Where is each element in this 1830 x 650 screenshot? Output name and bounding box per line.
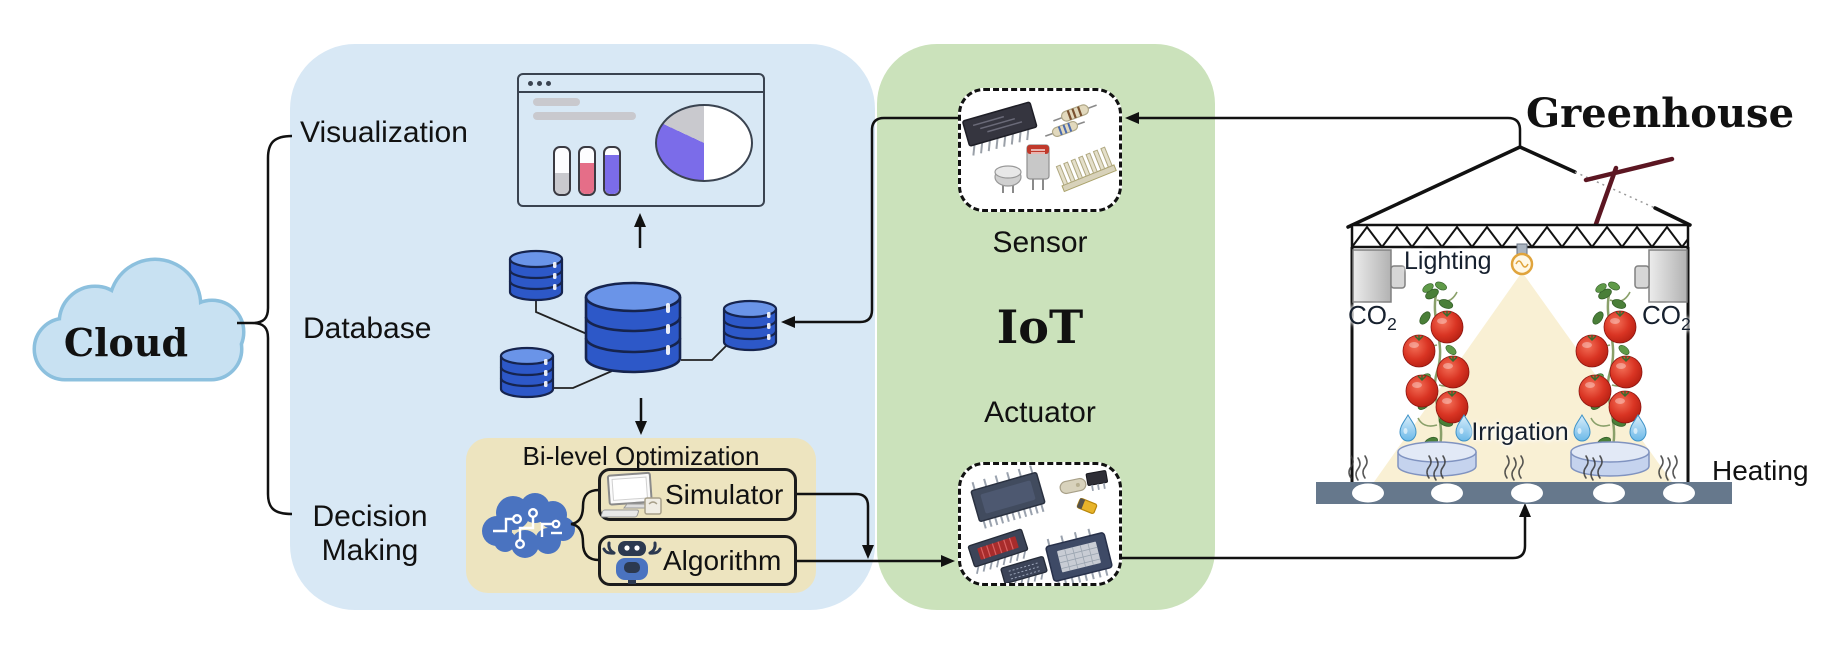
greenhouse-title: Greenhouse bbox=[1526, 90, 1795, 137]
text-placeholder-bar bbox=[533, 112, 636, 120]
electronic-components-icon bbox=[962, 101, 1117, 193]
lighting-label: Lighting bbox=[1404, 247, 1492, 275]
sensor-box bbox=[958, 88, 1122, 212]
algorithm-robot-icon bbox=[602, 540, 662, 584]
co2-dispenser-right bbox=[1634, 249, 1688, 303]
microchips-icon bbox=[967, 465, 1113, 590]
bilevel-optimization-title: Bi-level Optimization bbox=[522, 441, 760, 471]
simulator-label: Simulator bbox=[665, 478, 784, 510]
dip-chip-icon bbox=[962, 101, 1038, 156]
simulator-computer-icon bbox=[601, 471, 662, 517]
qfp-socket-chip-icon bbox=[1045, 528, 1113, 588]
actuator-label: Actuator bbox=[984, 396, 1096, 429]
capacitor-icon bbox=[994, 165, 1022, 193]
capacitor-chip-icon bbox=[1076, 497, 1098, 515]
window-dot-icon bbox=[546, 80, 551, 86]
decision-making-label: Decision Making bbox=[312, 500, 428, 567]
transistor-icon bbox=[1085, 470, 1108, 492]
irrigation-label: Irrigation bbox=[1471, 418, 1569, 446]
window-titlebar bbox=[519, 75, 763, 93]
light-bulb-icon bbox=[1510, 243, 1534, 276]
light-beam bbox=[1374, 272, 1672, 482]
greenhouse-walls bbox=[1350, 247, 1690, 482]
water-drop-icon bbox=[1399, 414, 1417, 442]
algorithm-label: Algorithm bbox=[663, 544, 782, 576]
co2-dispenser-left bbox=[1352, 249, 1406, 303]
simulator-box: Simulator bbox=[598, 468, 797, 521]
small-ic-icon bbox=[1000, 556, 1048, 590]
ai-brain-circuit-icon bbox=[482, 493, 575, 558]
heatsink-icon bbox=[1055, 146, 1117, 193]
database-cylinders-icon bbox=[499, 249, 778, 399]
browser-dashboard-icon bbox=[517, 73, 765, 207]
window-dot-icon bbox=[537, 80, 542, 86]
heating-floor bbox=[1316, 482, 1732, 504]
actuator-box bbox=[958, 462, 1122, 590]
co2-label-right: CO2 bbox=[1642, 300, 1691, 335]
resistor-icon bbox=[1053, 104, 1097, 122]
database-label: Database bbox=[303, 312, 432, 345]
roof-antenna bbox=[1583, 156, 1675, 227]
arrow-sensor-to-database bbox=[781, 116, 958, 328]
text-placeholder-bar bbox=[533, 98, 580, 106]
co2-label-left: CO2 bbox=[1348, 300, 1397, 335]
database-small-cylinder bbox=[508, 249, 564, 302]
cloud-label: Cloud bbox=[63, 320, 189, 365]
brain-brace bbox=[570, 488, 600, 562]
database-small-cylinder bbox=[499, 346, 555, 399]
irrigation-basin bbox=[1570, 441, 1650, 477]
pie-chart-icon bbox=[655, 104, 753, 182]
window-dot-icon bbox=[528, 80, 533, 86]
database-main-cylinder bbox=[584, 281, 682, 374]
gauge-bar-pink bbox=[578, 146, 596, 196]
resistor-icon bbox=[1044, 120, 1086, 138]
gauge-bar-purple bbox=[603, 146, 621, 196]
greenhouse-structure bbox=[1316, 145, 1732, 504]
algorithm-box: Algorithm bbox=[598, 535, 797, 586]
iot-title: IoT bbox=[996, 300, 1084, 354]
database-small-cylinder bbox=[722, 299, 778, 352]
crystal-oscillator-icon bbox=[1059, 477, 1087, 495]
cloud-icon bbox=[32, 257, 246, 382]
flow-arrows bbox=[634, 112, 1531, 567]
heating-label: Heating bbox=[1712, 455, 1809, 486]
sensor-label: Sensor bbox=[992, 226, 1088, 259]
arrow-simulator-merge bbox=[796, 492, 874, 559]
led-driver-chip-icon bbox=[967, 528, 1029, 574]
gauge-bar-gray bbox=[553, 146, 571, 196]
arrow-greenhouse-to-sensor bbox=[1125, 112, 1522, 146]
visualization-label: Visualization bbox=[300, 116, 468, 149]
qfp-chip-icon bbox=[970, 465, 1046, 529]
capacitor-icon bbox=[1026, 144, 1050, 190]
cloud-bracket bbox=[237, 134, 293, 516]
arrow-actuator-to-greenhouse bbox=[1122, 503, 1531, 560]
